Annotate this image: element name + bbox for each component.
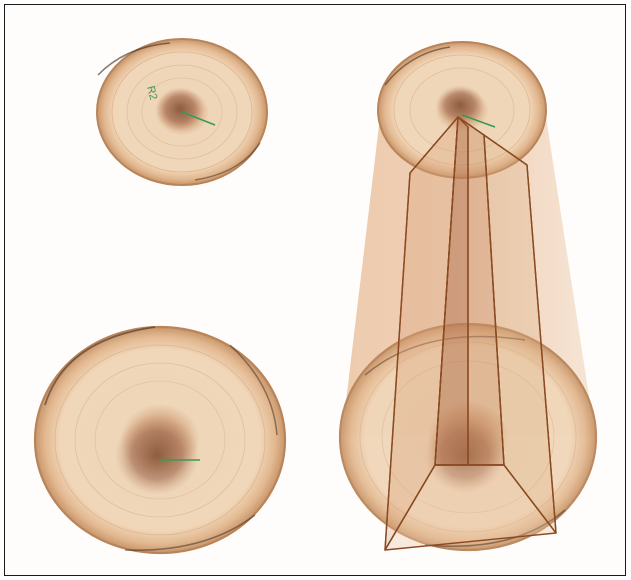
large-disc-left: [35, 327, 285, 553]
figure-frame: R2: [4, 4, 626, 576]
log-disc-diagram: R2: [5, 5, 624, 574]
small-disc-left: R2: [97, 39, 267, 185]
